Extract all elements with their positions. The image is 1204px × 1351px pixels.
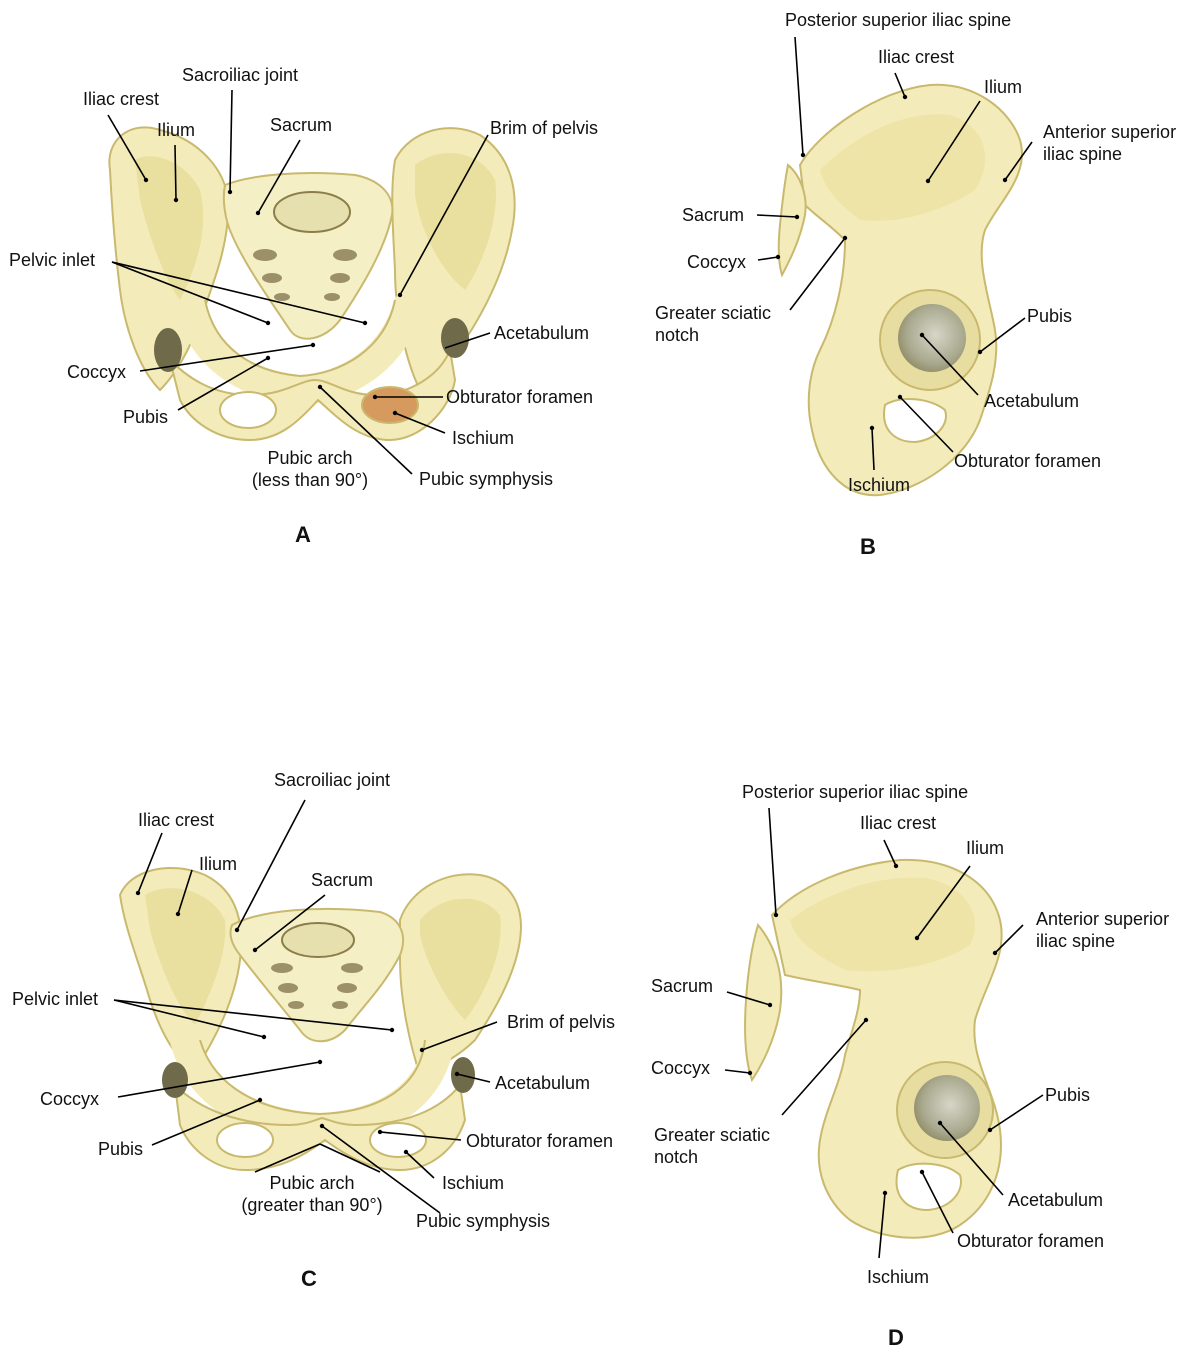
panel-c-right-obturator	[370, 1123, 426, 1157]
b-label-coccyx: Coccyx	[687, 251, 746, 273]
b-label-ilium: Ilium	[984, 76, 1022, 98]
d-label-anterior-superior-iliac-spine: Anterior superior iliac spine	[1036, 908, 1169, 952]
panel-a-left-obturator	[220, 392, 276, 428]
a-label-ilium: Ilium	[157, 119, 195, 141]
c-label-pubic-arch-line1: Pubic arch	[222, 1172, 402, 1194]
c-label-sacroiliac-joint: Sacroiliac joint	[274, 769, 390, 791]
a-label-pubic-arch-line2: (less than 90°)	[230, 469, 390, 491]
d-label-coccyx: Coccyx	[651, 1057, 710, 1079]
d-label-greater-sciatic-notch: Greater sciatic notch	[654, 1124, 770, 1168]
a-label-pelvic-inlet: Pelvic inlet	[9, 249, 95, 271]
b-label-posterior-superior-iliac-spine: Posterior superior iliac spine	[785, 9, 1011, 31]
c-label-obturator-foramen: Obturator foramen	[466, 1130, 613, 1152]
d-label-anterior-superior-line2: iliac spine	[1036, 930, 1169, 952]
c-label-pelvic-inlet: Pelvic inlet	[12, 988, 98, 1010]
a-label-obturator-foramen: Obturator foramen	[446, 386, 593, 408]
panel-letter-c: C	[301, 1266, 317, 1292]
b-label-sacrum: Sacrum	[682, 204, 744, 226]
a-label-sacrum: Sacrum	[270, 114, 332, 136]
c-label-pubic-arch: Pubic arch (greater than 90°)	[222, 1172, 402, 1216]
b-label-greater-sciatic-notch: Greater sciatic notch	[655, 302, 771, 346]
c-label-sacrum: Sacrum	[311, 869, 373, 891]
panel-letter-a: A	[295, 522, 311, 548]
d-label-sacrum: Sacrum	[651, 975, 713, 997]
panel-letter-d: D	[888, 1325, 904, 1351]
panel-letter-b: B	[860, 534, 876, 560]
c-label-pubic-arch-line2: (greater than 90°)	[222, 1194, 402, 1216]
a-label-pubic-symphysis: Pubic symphysis	[419, 468, 553, 490]
c-label-acetabulum: Acetabulum	[495, 1072, 590, 1094]
d-label-iliac-crest: Iliac crest	[860, 812, 936, 834]
b-label-anterior-superior-iliac-spine: Anterior superior iliac spine	[1043, 121, 1176, 165]
d-label-posterior-superior-iliac-spine: Posterior superior iliac spine	[742, 781, 968, 803]
c-label-brim-of-pelvis: Brim of pelvis	[507, 1011, 615, 1033]
d-label-ilium: Ilium	[966, 837, 1004, 859]
c-label-pubic-symphysis: Pubic symphysis	[416, 1210, 550, 1232]
panel-b-illustration	[779, 85, 1022, 495]
b-label-anterior-superior-line2: iliac spine	[1043, 143, 1176, 165]
a-label-brim-of-pelvis: Brim of pelvis	[490, 117, 598, 139]
a-label-pubic-arch-line1: Pubic arch	[230, 447, 390, 469]
b-label-pubis: Pubis	[1027, 305, 1072, 327]
b-label-acetabulum: Acetabulum	[984, 390, 1079, 412]
d-label-greater-sciatic-line1: Greater sciatic	[654, 1124, 770, 1146]
b-label-iliac-crest: Iliac crest	[878, 46, 954, 68]
a-label-coccyx: Coccyx	[67, 361, 126, 383]
b-label-anterior-superior-line1: Anterior superior	[1043, 121, 1176, 143]
a-label-pubis: Pubis	[123, 406, 168, 428]
c-label-ischium: Ischium	[442, 1172, 504, 1194]
a-label-sacroiliac-joint: Sacroiliac joint	[182, 64, 298, 86]
panel-a-sacrum-vertebra	[274, 192, 350, 232]
a-label-iliac-crest: Iliac crest	[83, 88, 159, 110]
panel-a-right-acetabulum	[441, 318, 469, 358]
d-label-ischium: Ischium	[867, 1266, 929, 1288]
d-label-greater-sciatic-line2: notch	[654, 1146, 770, 1168]
a-label-acetabulum: Acetabulum	[494, 322, 589, 344]
b-label-obturator-foramen: Obturator foramen	[954, 450, 1101, 472]
panel-a-right-obturator	[362, 387, 418, 423]
c-label-iliac-crest: Iliac crest	[138, 809, 214, 831]
panel-c-left-acetabulum	[162, 1062, 188, 1098]
a-label-ischium: Ischium	[452, 427, 514, 449]
a-label-pubic-arch: Pubic arch (less than 90°)	[230, 447, 390, 491]
panel-b-acetabulum-cavity	[898, 304, 966, 372]
b-label-ischium: Ischium	[848, 474, 910, 496]
c-label-coccyx: Coccyx	[40, 1088, 99, 1110]
d-label-obturator-foramen: Obturator foramen	[957, 1230, 1104, 1252]
panel-d-illustration	[745, 860, 1002, 1238]
d-label-acetabulum: Acetabulum	[1008, 1189, 1103, 1211]
c-label-ilium: Ilium	[199, 853, 237, 875]
d-label-pubis: Pubis	[1045, 1084, 1090, 1106]
b-label-greater-sciatic-line1: Greater sciatic	[655, 302, 771, 324]
panel-c-left-obturator	[217, 1123, 273, 1157]
d-label-anterior-superior-line1: Anterior superior	[1036, 908, 1169, 930]
panel-c-sacrum-vertebra	[282, 923, 354, 957]
b-label-greater-sciatic-line2: notch	[655, 324, 771, 346]
c-label-pubis: Pubis	[98, 1138, 143, 1160]
